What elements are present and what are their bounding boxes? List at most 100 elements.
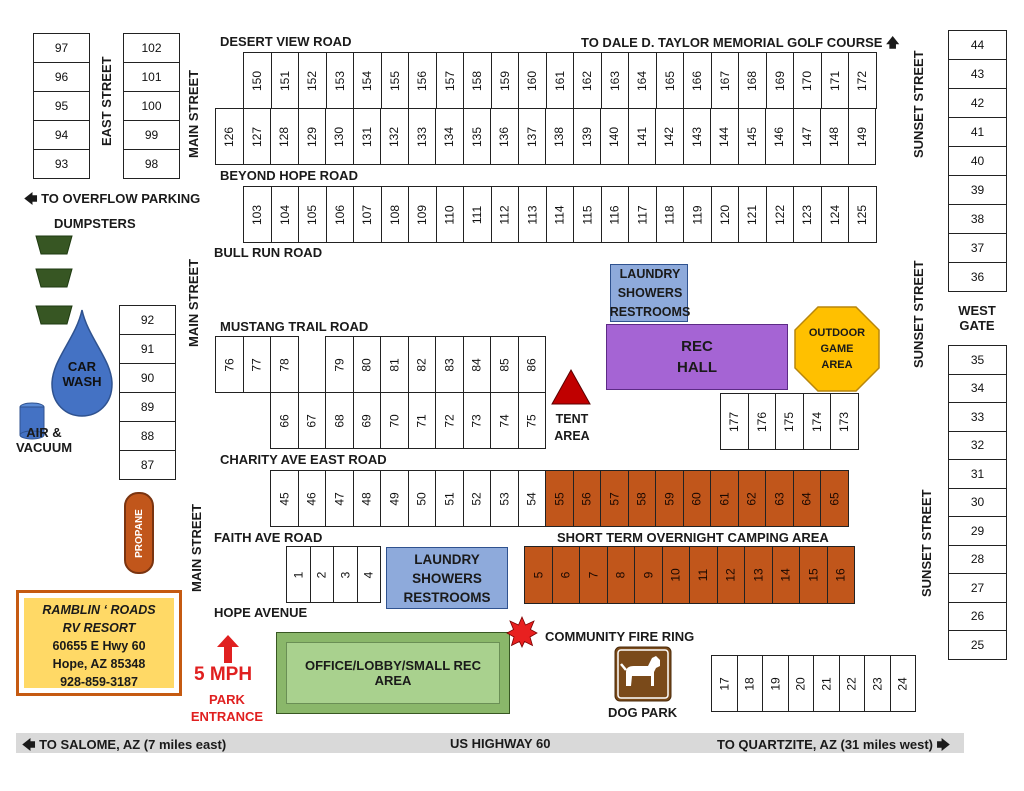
campsite-number: 45 (277, 491, 292, 506)
campsite-number: 104 (277, 204, 292, 225)
campsite-93: 93 (33, 149, 90, 179)
campsite-number: 58 (634, 491, 649, 506)
campsite-82: 82 (407, 336, 436, 393)
campsite-150: 150 (243, 52, 272, 109)
resort-phone: 928-859-3187 (60, 675, 138, 689)
campsite-number: 59 (662, 491, 677, 506)
arrow-left-icon: 🡄 (22, 737, 36, 752)
campsite-number: 162 (580, 70, 595, 91)
campsite-135: 135 (462, 108, 491, 165)
campsite-number: 81 (387, 357, 402, 372)
campsite-number: 2 (314, 571, 329, 578)
resort-info-box: RAMBLIN ‘ ROADS RV RESORT 60655 E Hwy 60… (16, 590, 182, 696)
speed-limit-label: 5 MPH (194, 664, 253, 685)
campsite-number: 126 (222, 126, 237, 147)
campsite-number: 160 (525, 70, 540, 91)
campsite-number: 151 (277, 70, 292, 91)
campsite-number: 26 (970, 609, 985, 624)
campsite-173: 173 (830, 393, 859, 450)
campsite-54: 54 (517, 470, 546, 527)
campsite-number: 13 (751, 568, 766, 582)
campsite-number: 85 (497, 357, 512, 372)
campsite-101: 101 (123, 62, 180, 92)
campsite-122: 122 (765, 186, 794, 243)
campsite-14: 14 (771, 546, 800, 604)
campsite-168: 168 (738, 52, 767, 109)
campsite-90: 90 (119, 363, 176, 393)
beyond-hope-road-label: BEYOND HOPE ROAD (220, 168, 358, 183)
campsite-number: 36 (970, 270, 985, 284)
campsite-number: 175 (782, 411, 797, 432)
campsite-number: 95 (54, 99, 69, 113)
campsite-119: 119 (683, 186, 712, 243)
campsite-number: 14 (778, 568, 793, 582)
campsite-118: 118 (655, 186, 684, 243)
office-building: OFFICE/LOBBY/SMALL REC AREA (276, 632, 510, 714)
campsite-157: 157 (435, 52, 464, 109)
campsite-92: 92 (119, 305, 176, 335)
campsite-number: 76 (222, 357, 237, 372)
campsite-number: 89 (140, 400, 155, 414)
east-street-label: EAST STREET (99, 56, 114, 146)
campsite-number: 57 (607, 491, 622, 506)
campsite-number: 157 (442, 70, 457, 91)
campsite-number: 65 (827, 491, 842, 506)
campsite-87: 87 (119, 450, 176, 480)
arrow-left-icon: 🡄 (24, 191, 38, 206)
campsite-139: 139 (572, 108, 601, 165)
campsite-number: 23 (870, 676, 885, 691)
campsite-number: 136 (497, 126, 512, 147)
campsite-number: 38 (970, 212, 985, 226)
campsite-number: 35 (970, 352, 985, 367)
laundry-showers-restrooms-top: LAUNDRY SHOWERS RESTROOMS (610, 264, 690, 322)
campsite-84: 84 (462, 336, 491, 393)
campsite-158: 158 (463, 52, 492, 109)
campsite-number: 107 (360, 204, 375, 225)
campsite-34: 34 (948, 373, 1007, 403)
charity-ave-road-label: CHARITY AVE EAST ROAD (220, 452, 387, 467)
campsite-108: 108 (380, 186, 409, 243)
campsite-59: 59 (655, 470, 684, 527)
campsite-164: 164 (628, 52, 657, 109)
car-wash-drop-icon (51, 309, 113, 417)
campsite-number: 86 (524, 357, 539, 372)
campsite-number: 129 (304, 126, 319, 147)
campsite-number: 4 (361, 571, 376, 578)
campsite-12: 12 (716, 546, 745, 604)
campsite-89: 89 (119, 392, 176, 422)
main-street-label-1: MAIN STREET (186, 69, 201, 158)
campsite-number: 141 (634, 126, 649, 147)
campsite-number: 167 (717, 70, 732, 91)
office-lobby-label: OFFICE/LOBBY/SMALL REC AREA (286, 642, 500, 704)
campsite-number: 130 (332, 126, 347, 147)
campsite-number: 24 (895, 676, 910, 691)
campsite-110: 110 (435, 186, 464, 243)
campsite-number: 140 (607, 126, 622, 147)
campsite-114: 114 (545, 186, 574, 243)
campsite-number: 122 (772, 204, 787, 225)
campsite-number: 144 (717, 126, 732, 147)
campsite-137: 137 (517, 108, 546, 165)
campsite-113: 113 (518, 186, 547, 243)
campsite-49: 49 (380, 470, 409, 527)
campsite-144: 144 (710, 108, 739, 165)
campsite-number: 33 (970, 409, 985, 424)
campsite-number: 163 (607, 70, 622, 91)
campsite-163: 163 (600, 52, 629, 109)
campsite-18: 18 (736, 655, 763, 712)
campsite-number: 72 (442, 413, 457, 428)
campsite-111: 111 (463, 186, 492, 243)
campsite-83: 83 (435, 336, 464, 393)
campsite-number: 128 (277, 126, 292, 147)
campsite-number: 84 (469, 357, 484, 372)
campsite-74: 74 (490, 392, 519, 449)
campsite-116: 116 (600, 186, 629, 243)
propane-tank: PROPANE (124, 492, 154, 574)
campsite-number: 41 (970, 125, 985, 139)
campsite-number: 82 (414, 357, 429, 372)
campsite-62: 62 (737, 470, 766, 527)
campsite-number: 97 (54, 41, 69, 55)
campsite-22: 22 (838, 655, 865, 712)
campsite-number: 154 (360, 70, 375, 91)
campsite-number: 80 (359, 357, 374, 372)
